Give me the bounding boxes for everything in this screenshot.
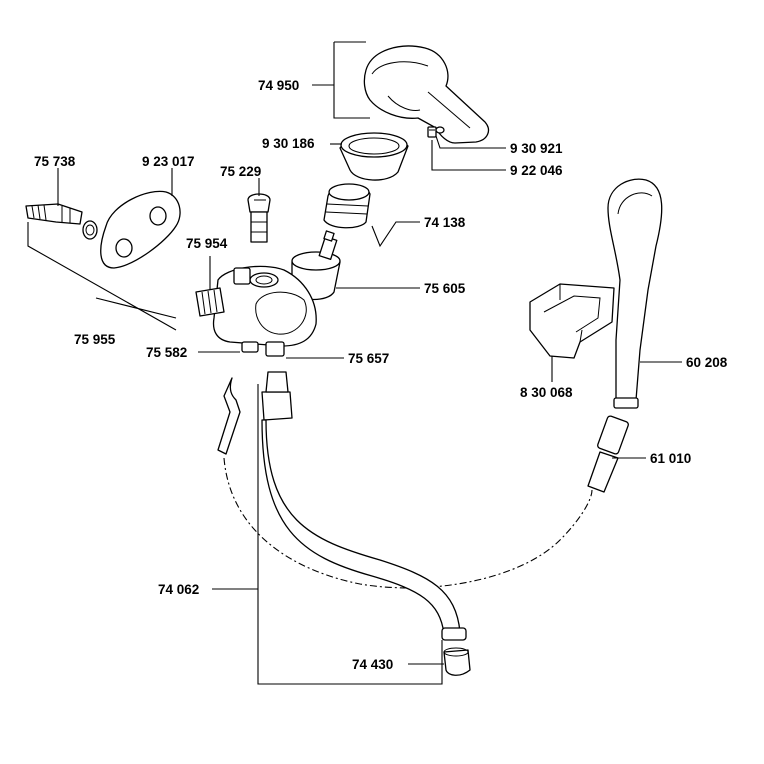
screw-cap-part	[435, 126, 445, 134]
label-74062: 74 062	[158, 582, 199, 597]
label-74138: 74 138	[424, 215, 466, 230]
label-830068: 8 30 068	[520, 385, 573, 400]
label-74950: 74 950	[258, 78, 299, 93]
washer-part	[82, 220, 98, 240]
label-61010: 61 010	[650, 451, 691, 466]
label-75605: 75 605	[424, 281, 466, 296]
label-930186: 9 30 186	[262, 136, 315, 151]
aerator-part	[443, 647, 471, 676]
lever-handle-part	[363, 45, 490, 144]
label-75954: 75 954	[186, 236, 228, 251]
label-75657: 75 657	[348, 351, 389, 366]
hand-shower-part	[607, 178, 663, 409]
wall-rosette-part	[100, 190, 181, 269]
check-valve-part	[247, 193, 271, 243]
leader-lines	[27, 41, 682, 685]
mixer-body-part	[195, 265, 317, 357]
spout-part	[261, 371, 467, 641]
eccentric-connector-part	[25, 203, 83, 225]
screw-part	[427, 126, 437, 138]
cover-ring-part	[339, 132, 409, 181]
label-75582: 75 582	[146, 345, 187, 360]
label-60208: 60 208	[686, 355, 728, 370]
label-74430: 74 430	[352, 657, 393, 672]
label-923017: 9 23 017	[142, 154, 195, 169]
label-922046: 9 22 046	[510, 163, 563, 178]
label-930921: 9 30 921	[510, 141, 563, 156]
label-75955: 75 955	[74, 332, 116, 347]
label-75229: 75 229	[220, 164, 261, 179]
cartridge-nut-part	[323, 183, 371, 229]
shower-holder-part	[529, 283, 615, 359]
label-75738: 75 738	[34, 154, 76, 169]
